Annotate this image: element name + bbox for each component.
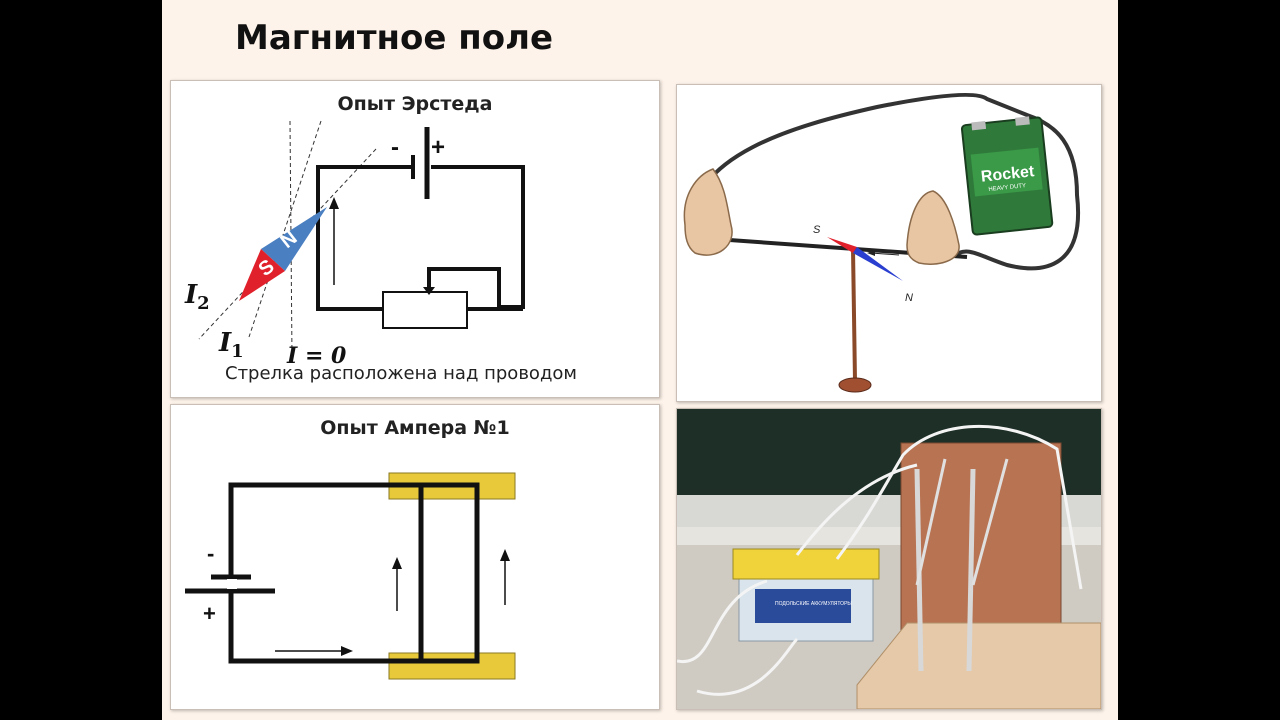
ampere-circuit xyxy=(228,482,480,664)
ampere-diagram: - + xyxy=(185,472,516,680)
ampere-minus: - xyxy=(207,541,214,566)
car-battery-label: ПОДОЛЬСКИЕ АККУМУЛЯТОРЫ xyxy=(775,601,852,607)
oersted-panel: Опыт Эрстеда N S - + I2 I1 I = 0 xyxy=(170,80,660,398)
battery-plus: + xyxy=(431,134,445,161)
field-line-i1 xyxy=(248,120,322,338)
stand-base xyxy=(838,377,872,393)
photo-needle-n xyxy=(853,247,903,281)
photo-needle-s-label: S xyxy=(813,224,821,236)
ampere-photo-drawing: ПОДОЛЬСКИЕ АККУМУЛЯТОРЫ xyxy=(677,409,1101,709)
battery-gap xyxy=(227,579,237,589)
left-hand xyxy=(683,168,733,256)
ampere-panel: Опыт Ампера №1 - + xyxy=(170,404,660,710)
label-i0: I = 0 xyxy=(286,343,347,369)
battery-brand: Rocket xyxy=(980,163,1036,186)
ampere-title: Опыт Ампера №1 xyxy=(320,417,510,439)
oersted-illustration-drawing: Rocket HEAVY DUTY S N xyxy=(683,92,1081,393)
circuit-wire xyxy=(316,165,525,311)
field-line-i0 xyxy=(289,120,293,358)
stand-rod xyxy=(851,248,857,382)
rail-bottom xyxy=(388,652,516,680)
current-arrow-head xyxy=(329,197,339,209)
ampere-plus: + xyxy=(203,601,216,626)
photo-needle-n-label: N xyxy=(905,292,913,304)
arrow-right-wire-head xyxy=(500,549,510,561)
needle-north xyxy=(261,207,327,271)
slide: Магнитное поле Опыт Эрстеда N S - + I2 xyxy=(162,0,1118,720)
oersted-illustration: Rocket HEAVY DUTY S N xyxy=(676,84,1102,402)
battery-illustration: Rocket HEAVY DUTY xyxy=(960,116,1054,236)
photo-current-arrow xyxy=(870,252,900,256)
photo-current-arrow-head xyxy=(867,250,875,256)
arrow-left-wire-head xyxy=(392,557,402,569)
slide-title: Магнитное поле xyxy=(235,18,554,58)
label-i2: I2 xyxy=(184,280,210,314)
right-hand xyxy=(906,190,960,265)
battery-sub: HEAVY DUTY xyxy=(988,183,1026,193)
rheostat xyxy=(382,291,468,329)
oersted-title: Опыт Эрстеда xyxy=(337,93,493,115)
label-i1: I1 xyxy=(218,328,244,362)
rheostat-slider-arrow xyxy=(423,287,435,295)
ampere-photo: ПОДОЛЬСКИЕ АККУМУЛЯТОРЫ xyxy=(676,408,1102,710)
photo-needle-s xyxy=(827,237,857,253)
battery-minus: - xyxy=(391,134,399,161)
oersted-diagram: N S - + I2 I1 I = 0 xyxy=(184,120,525,369)
wooden-board xyxy=(900,442,1062,634)
needle-south xyxy=(239,249,285,301)
oersted-caption: Стрелка расположена над проводом xyxy=(225,363,577,384)
arrow-bottom-wire-head xyxy=(341,646,353,656)
